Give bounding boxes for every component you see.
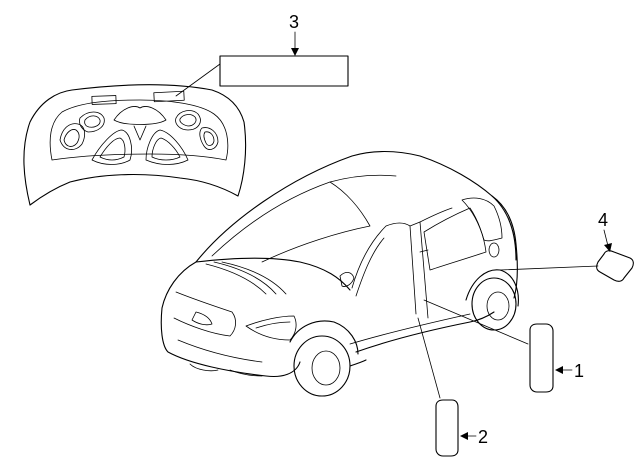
callout-4: 4 (598, 210, 608, 230)
callout-2-arrowhead (460, 432, 468, 440)
hood-hole (199, 127, 219, 150)
hood-label-pad-left (91, 95, 117, 105)
part-3-label (219, 55, 349, 87)
fuel-door (488, 242, 500, 258)
part-4-label (596, 250, 634, 282)
callout-2: 2 (478, 427, 488, 447)
callout-4-arrow (603, 229, 609, 247)
callout-1: 1 (574, 361, 584, 381)
car-quarter-window (461, 197, 503, 242)
hood-panel (23, 84, 247, 206)
car-rear-hatch (491, 195, 518, 299)
part-2-leader (417, 317, 441, 399)
car-windshield (211, 181, 371, 263)
rear-wheel-arch (465, 269, 519, 307)
car-headlight (245, 315, 297, 341)
rear-wheel (471, 277, 517, 331)
car-front-bumper (160, 261, 301, 378)
callout-3: 3 (289, 12, 299, 32)
car-side-mirror (339, 272, 355, 287)
car-hood-line (195, 257, 351, 291)
hood-hole (79, 111, 105, 133)
car-front-door (351, 222, 417, 315)
car-emblem (191, 311, 213, 326)
car-roof (195, 151, 517, 263)
front-wheel (293, 335, 351, 397)
hood-label-pad-right (153, 90, 185, 103)
car-side-sill (355, 311, 495, 353)
hood-center-brace (113, 106, 167, 125)
hood-hole (175, 110, 201, 131)
callout-1-arrowhead (555, 366, 563, 374)
callout-4-arrowhead (604, 243, 612, 252)
part-4-leader (499, 265, 599, 271)
front-wheel-arch (289, 320, 359, 355)
part-1-leader (423, 299, 529, 345)
car-body (160, 151, 519, 397)
hood-hole (59, 123, 86, 150)
hood-hole (145, 129, 189, 165)
part-2-label (435, 399, 459, 457)
hood-hole (91, 129, 132, 165)
part-1-label (529, 323, 554, 393)
callout-3-arrowhead (291, 48, 299, 56)
part-3-leader (175, 63, 221, 97)
car-rear-window (423, 207, 487, 271)
